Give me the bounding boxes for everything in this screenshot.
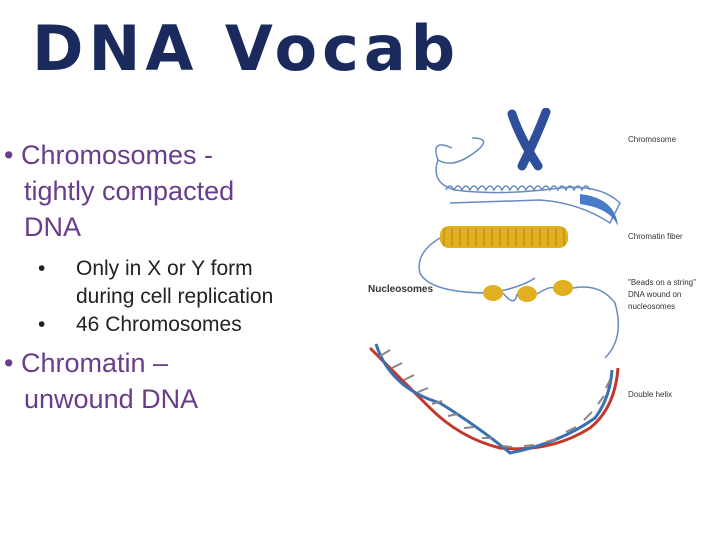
chromatin-fiber — [440, 226, 568, 248]
nucleosome-bead — [517, 286, 537, 302]
double-helix — [368, 343, 620, 455]
bullet-marker: • — [4, 140, 21, 170]
chromatin-strand — [435, 159, 621, 225]
bullet-chromatin: • Chromatin – unwound DNA — [4, 345, 354, 417]
nucleosome-bead — [553, 280, 573, 296]
bullet-chromatin-line2: unwound DNA — [24, 384, 199, 414]
dna-packaging-diagram: Chromosome Chromatin fiber Nucleosomes "… — [368, 108, 696, 455]
label-beads-line1: "Beads on a string" — [628, 278, 696, 287]
dna-string — [418, 237, 536, 294]
dna-loop — [435, 137, 485, 164]
bullet-marker: • — [4, 348, 21, 378]
bullet-chromatin-line1: Chromatin – — [20, 348, 169, 378]
label-nucleosomes: Nucleosomes — [368, 284, 433, 295]
ribbon-shape — [580, 194, 618, 226]
sub-bullet-46: • 46 Chromosomes — [4, 311, 354, 339]
sub-bullet-list: • Only in X or Y form during cell replic… — [4, 255, 354, 339]
label-chromosome: Chromosome — [628, 135, 677, 144]
chromosome-icon — [507, 108, 551, 171]
bullet-chromosomes: • Chromosomes - tightly compacted DNA — [4, 137, 354, 245]
bullet-chromosomes-line2: tightly compacted — [24, 176, 235, 206]
bullet-list: • Chromosomes - tightly compacted DNA • … — [4, 137, 354, 417]
bullet-chromosomes-line1: Chromosomes - — [20, 140, 214, 170]
bullet-chromosomes-line3: DNA — [24, 212, 82, 242]
nucleosome-bead — [483, 285, 503, 301]
nucleosome-beads — [483, 280, 620, 359]
sub-bullet-xy-form: • Only in X or Y form during cell replic… — [4, 255, 354, 311]
sub-bullet-text: Only in X or Y form — [76, 257, 253, 280]
label-beads-line3: nucleosomes — [628, 302, 675, 311]
coiled-dna-row — [445, 185, 591, 192]
sub-bullet-text: 46 Chromosomes — [76, 313, 242, 336]
sub-bullet-marker: • — [38, 313, 46, 336]
sub-bullet-marker: • — [38, 257, 46, 280]
label-chromatin-fiber: Chromatin fiber — [628, 232, 683, 241]
label-double-helix: Double helix — [628, 390, 672, 399]
slide-title: DNA Vocab — [32, 12, 461, 85]
sub-bullet-cont: during cell replication — [76, 285, 274, 308]
label-beads-line2: DNA wound on — [628, 290, 681, 299]
